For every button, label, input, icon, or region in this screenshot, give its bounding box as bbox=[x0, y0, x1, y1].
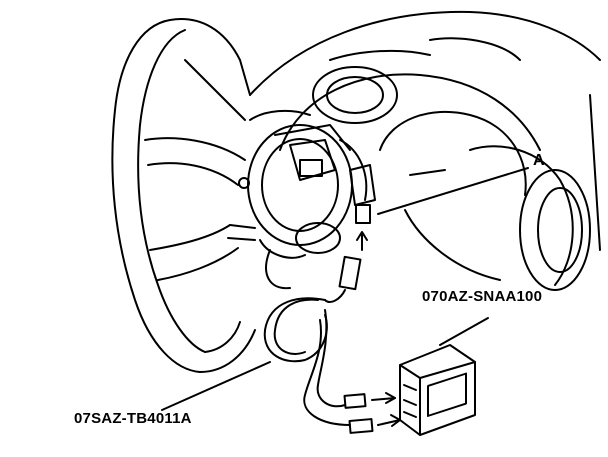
harness-part-number: 07SAZ-TB4011A bbox=[74, 410, 192, 427]
connector-a bbox=[355, 167, 529, 251]
test-box-part-number: 070AZ-SNAA100 bbox=[422, 288, 543, 305]
dashboard-outline bbox=[249, 10, 601, 291]
test-box bbox=[399, 317, 489, 436]
test-harness bbox=[161, 255, 401, 434]
steering-wheel bbox=[111, 18, 256, 373]
callout-a-label: A bbox=[533, 152, 545, 169]
steering-column bbox=[227, 109, 376, 290]
